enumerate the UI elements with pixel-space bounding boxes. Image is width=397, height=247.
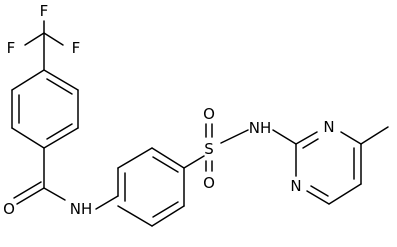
trifluoromethyl-group xyxy=(24,20,64,71)
bond xyxy=(43,187,66,201)
pyrimidine-ring xyxy=(272,126,389,205)
bond xyxy=(310,185,329,197)
bond xyxy=(360,126,389,145)
bond xyxy=(46,123,73,140)
sulfonyl-oxygen-label: O xyxy=(203,174,215,192)
bond xyxy=(117,147,153,169)
bond xyxy=(183,155,205,169)
pyrimidine-nitrogen-label: N xyxy=(290,177,301,195)
amide-oxygen-label: O xyxy=(3,200,15,218)
bond xyxy=(11,127,45,149)
fluorine-label: F xyxy=(7,39,16,57)
pyrimidine-nitrogen-label: N xyxy=(323,118,334,136)
bond xyxy=(43,127,79,149)
benzoyl-ring xyxy=(11,69,79,149)
amide-nh-label: NH xyxy=(70,200,93,218)
bond xyxy=(11,69,45,91)
sulfonamide-nh-label: NH xyxy=(249,119,272,137)
bond xyxy=(220,129,249,144)
bond xyxy=(43,69,79,91)
phenylene-ring xyxy=(95,147,185,227)
bond xyxy=(272,129,297,145)
bond xyxy=(340,131,362,145)
bond xyxy=(46,78,73,95)
bond xyxy=(328,183,362,205)
fluorine-label: F xyxy=(40,2,49,20)
sulfonyl-oxygen-label: O xyxy=(203,105,215,123)
bond xyxy=(152,156,179,173)
bond xyxy=(152,201,179,218)
sulfonamide-group xyxy=(183,123,249,172)
bond xyxy=(151,205,185,227)
bond xyxy=(302,138,319,149)
bond xyxy=(43,32,64,46)
amide-linker xyxy=(13,147,66,205)
bond xyxy=(117,205,153,227)
sulfur-label: S xyxy=(204,140,214,158)
bond xyxy=(306,190,330,205)
atom-labels: F F F O NH S O O NH N N xyxy=(3,2,335,218)
bond xyxy=(13,181,42,199)
bond xyxy=(151,147,185,169)
bond xyxy=(24,32,45,46)
bond xyxy=(295,131,318,145)
bond xyxy=(16,187,45,205)
bond xyxy=(95,195,119,210)
fluorine-label: F xyxy=(72,39,81,57)
